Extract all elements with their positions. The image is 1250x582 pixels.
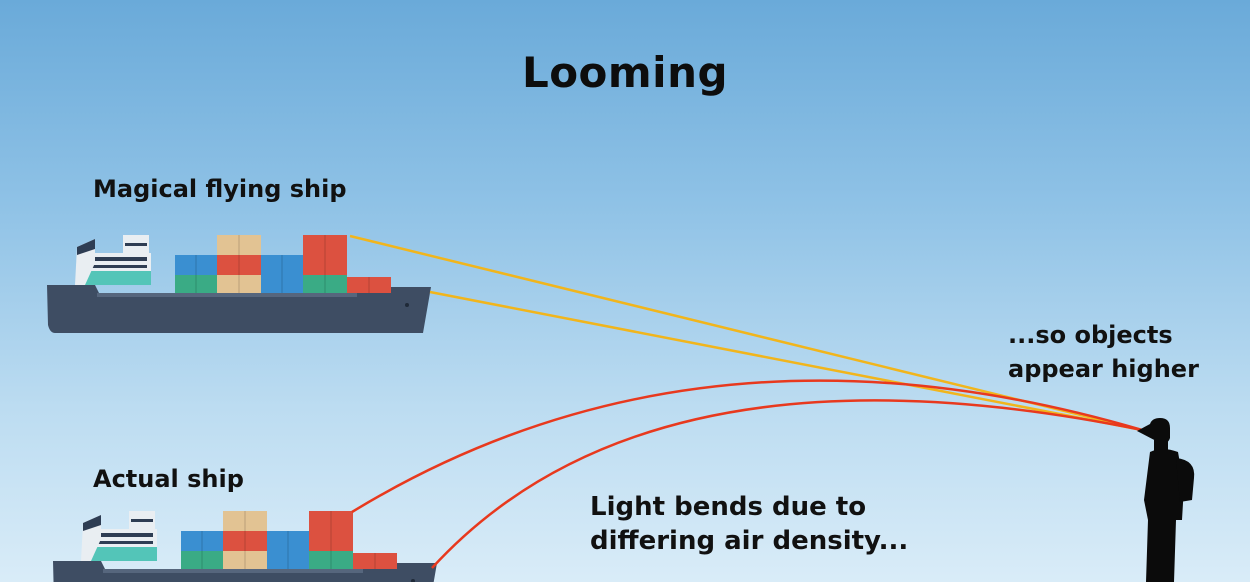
apparent-ray-lower bbox=[429, 290, 1143, 432]
flying-ship-label: Magical flying ship bbox=[93, 175, 347, 203]
flying-ship-image bbox=[46, 234, 432, 334]
actual-ray-lower bbox=[431, 399, 1143, 569]
appear-higher-caption: ...so objects appear higher bbox=[1008, 318, 1199, 386]
light-bend-caption: Light bends due to differing air density… bbox=[590, 490, 908, 558]
light-bend-caption-line1: Light bends due to bbox=[590, 492, 867, 522]
light-bend-caption-line2: differing air density... bbox=[590, 526, 909, 556]
actual-ship-label: Actual ship bbox=[93, 465, 244, 493]
actual-ray-upper bbox=[351, 379, 1143, 514]
diagram-title: Looming bbox=[521, 48, 729, 97]
observer-silhouette bbox=[1137, 418, 1195, 582]
appear-higher-caption-line2: appear higher bbox=[1008, 355, 1199, 383]
actual-ship-image bbox=[52, 510, 438, 582]
appear-higher-caption-line1: ...so objects bbox=[1008, 321, 1173, 349]
